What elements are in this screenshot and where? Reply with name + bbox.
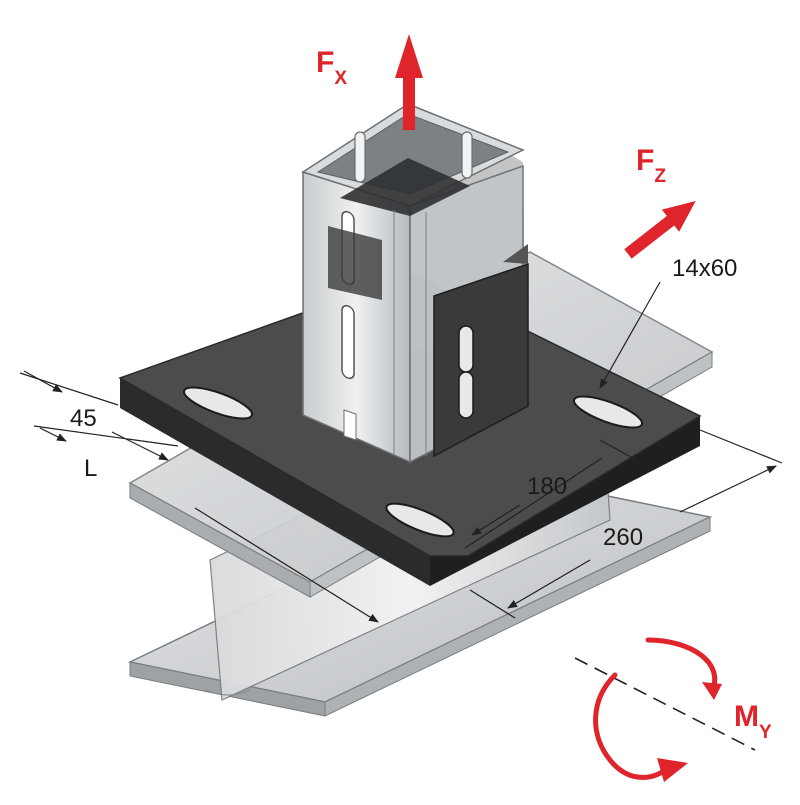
connector-bracket bbox=[328, 226, 529, 458]
dimension-lines bbox=[19, 281, 783, 751]
force-fx-arrow bbox=[395, 34, 423, 130]
force-fz-arrow bbox=[624, 200, 696, 259]
bracket-front bbox=[433, 262, 529, 458]
beam-width-label: L bbox=[84, 455, 97, 482]
moment-my-label: MY bbox=[734, 700, 772, 743]
plate-slots bbox=[182, 386, 644, 538]
slot-leader-line bbox=[599, 281, 661, 389]
edge-dim-line bbox=[23, 370, 63, 393]
plate-side-left bbox=[120, 378, 430, 586]
edge-dimension-label: 45 bbox=[70, 405, 97, 432]
plate-length-label: 260 bbox=[603, 524, 643, 551]
post-slot bbox=[341, 304, 355, 380]
force-fx-label: FX bbox=[316, 46, 347, 89]
slot-dimension-label: 14x60 bbox=[672, 255, 737, 282]
beam-width-dim-line bbox=[194, 507, 379, 623]
moment-arrow-head bbox=[657, 758, 688, 782]
labels: FX FZ MY 14x60 45 L 180 260 bbox=[70, 46, 772, 743]
slot-hole bbox=[182, 386, 254, 420]
force-arrows bbox=[395, 34, 722, 782]
hole-spacing-label: 180 bbox=[527, 473, 567, 500]
slot-hole bbox=[572, 395, 644, 429]
slot-hole bbox=[385, 502, 455, 538]
moment-my-arrow bbox=[593, 637, 718, 780]
force-fz-label: FZ bbox=[636, 144, 666, 187]
moment-axis-line bbox=[574, 657, 756, 751]
plate-length-dim-line bbox=[507, 559, 591, 609]
hole-spacing-dim-line bbox=[471, 504, 521, 536]
